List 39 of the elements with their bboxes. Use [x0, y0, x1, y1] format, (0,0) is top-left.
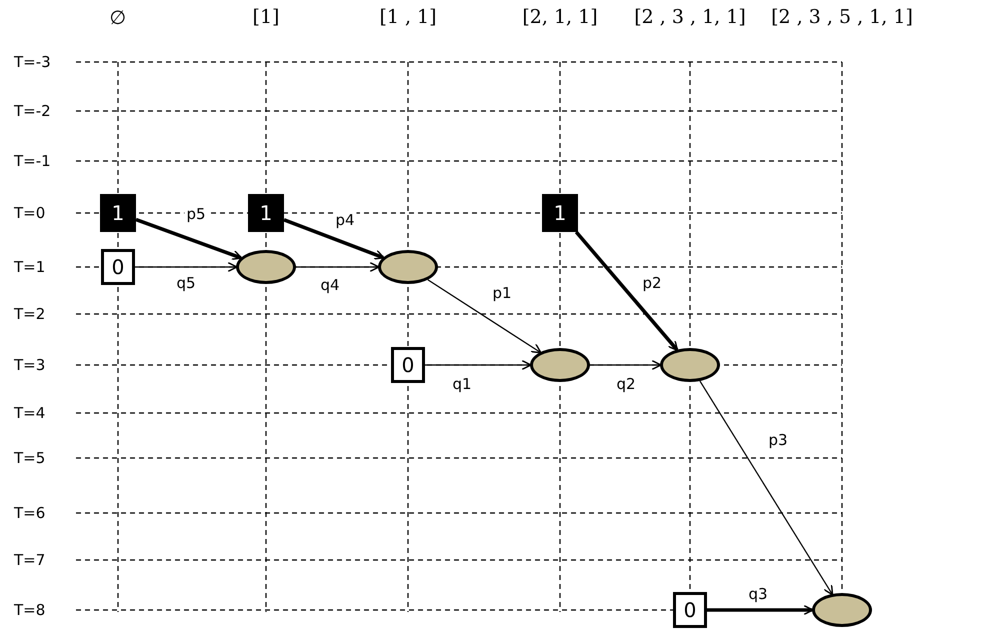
- edge-label: q4: [318, 277, 342, 293]
- arrow: [699, 380, 834, 596]
- column-header: ∅: [110, 6, 126, 29]
- edge-label: p5: [184, 206, 208, 222]
- column-header: [2, 1, 1]: [522, 6, 598, 28]
- time-label: T=3: [14, 356, 46, 374]
- time-label: T=6: [14, 504, 46, 522]
- filled-value-box: 1: [100, 194, 136, 232]
- value-box: 0: [673, 592, 707, 628]
- ellipse-node: [530, 348, 590, 382]
- arrow: [296, 262, 380, 272]
- time-label: T=-1: [14, 152, 51, 170]
- ellipse-node: [236, 250, 296, 284]
- filled-value-box: 1: [542, 194, 578, 232]
- time-label: T=8: [14, 601, 46, 619]
- time-label: T=5: [14, 449, 46, 467]
- time-label: T=4: [14, 404, 46, 422]
- time-label: T=2: [14, 305, 46, 323]
- arrow: [425, 360, 532, 370]
- column-header: [1]: [252, 6, 280, 28]
- ellipse-node: [378, 250, 438, 284]
- arrow: [427, 279, 542, 354]
- arrow: [135, 262, 238, 272]
- arrow: [707, 604, 814, 616]
- value-box: 0: [101, 249, 135, 285]
- arrow: [590, 360, 662, 370]
- time-label: T=7: [14, 551, 46, 569]
- arrow: [283, 218, 385, 260]
- time-label: T=-3: [14, 53, 51, 71]
- time-label: T=-2: [14, 102, 51, 120]
- arrow: [574, 230, 678, 352]
- column-header: [2 , 3 , 1, 1]: [634, 6, 746, 28]
- value-box: 0: [391, 347, 425, 383]
- time-label: T=1: [14, 258, 46, 276]
- arrow: [135, 218, 242, 260]
- time-label: T=0: [14, 204, 46, 222]
- column-header: [2 , 3 , 5 , 1, 1]: [771, 6, 913, 28]
- filled-value-box: 1: [248, 194, 284, 232]
- column-header: [1 , 1]: [379, 6, 437, 28]
